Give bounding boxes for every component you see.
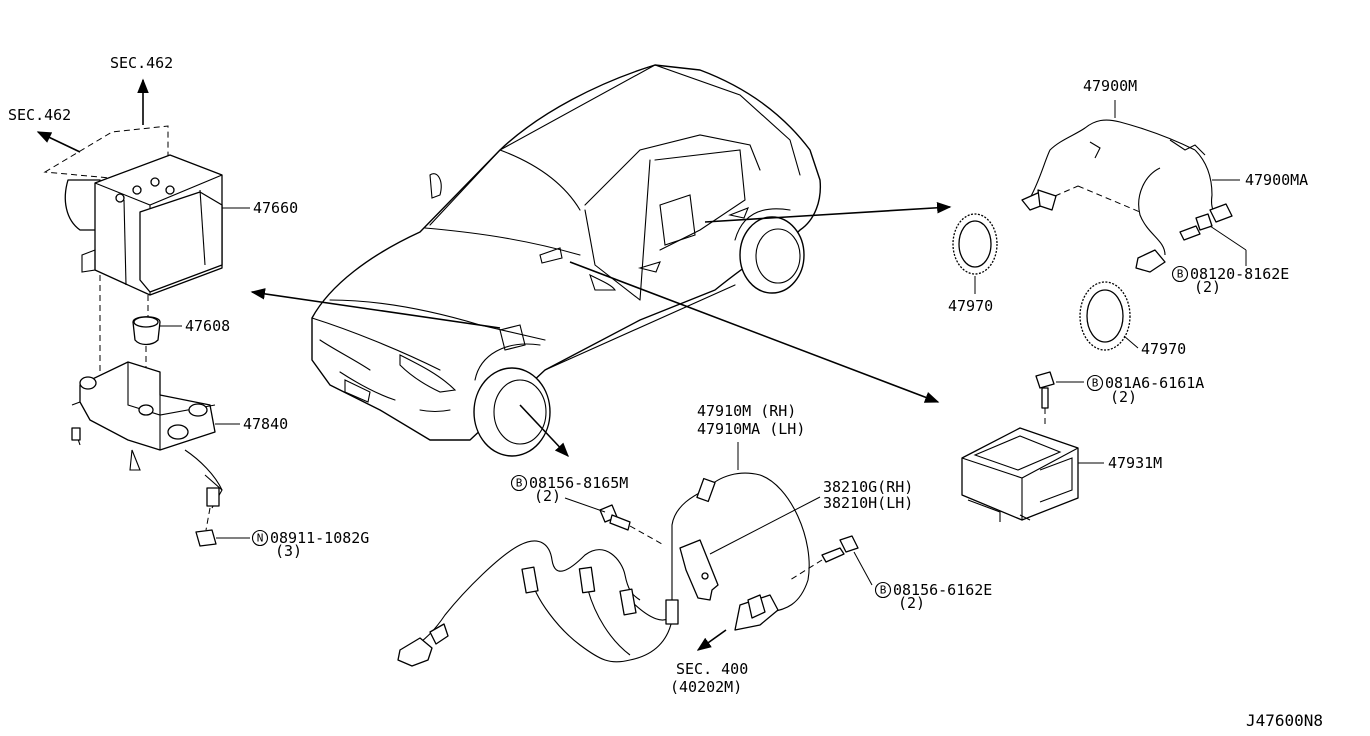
arrow-sec400	[696, 629, 727, 651]
badge-b1-text: B	[516, 477, 523, 490]
arrow-sec462-left	[36, 131, 81, 153]
badge-b2-text: B	[880, 584, 887, 597]
label-08120-8162e-qty: (2)	[1194, 278, 1221, 296]
badge-b-081a6	[1086, 374, 1104, 392]
tone-ring-47970-a	[952, 213, 998, 275]
front-wheel-sensor-47910m	[397, 472, 810, 667]
arrow-to-rear-sensor	[704, 202, 952, 223]
abs-actuator-47660	[43, 125, 223, 296]
diagram-code: J47600N8	[1246, 711, 1323, 730]
badge-b-08120	[1171, 265, 1189, 283]
bolt-08156-6162e	[821, 535, 859, 563]
label-47900ma[interactable]: 47900MA	[1245, 171, 1308, 189]
bolt-081a6-6161a	[1035, 371, 1055, 409]
label-47970-a[interactable]: 47970	[948, 297, 993, 315]
tone-ring-47970-b	[1079, 281, 1131, 351]
badge-n-08911	[251, 529, 269, 547]
label-47660[interactable]: 47660	[253, 199, 298, 217]
label-08911-qty: (3)	[275, 542, 302, 560]
vehicle-illustration	[311, 64, 822, 457]
yaw-rate-sensor-47931m	[961, 427, 1079, 522]
grommet-47608	[132, 316, 161, 346]
label-08156-8165m-qty: (2)	[534, 487, 561, 505]
label-47840[interactable]: 47840	[243, 415, 288, 433]
label-47910m[interactable]: 47910M (RH)	[697, 402, 796, 420]
nut-08911	[195, 529, 217, 547]
label-40202m[interactable]: (40202M)	[670, 678, 742, 696]
badge-b-08156-8165	[510, 474, 528, 492]
rear-wheel-sensor-47900m	[1021, 119, 1233, 273]
bolt-08120-8162e	[1179, 213, 1213, 241]
label-47931m[interactable]: 47931M	[1108, 454, 1162, 472]
label-47900m[interactable]: 47900M	[1083, 77, 1137, 95]
label-sec462-left[interactable]: SEC.462	[8, 106, 71, 124]
badge-b3-text: B	[1177, 268, 1184, 281]
arrow-to-yaw-sensor	[569, 261, 940, 403]
arrow-to-front-sensor	[519, 404, 569, 458]
label-081a6-6161a-qty: (2)	[1110, 388, 1137, 406]
bracket-47840	[71, 361, 223, 509]
labels: SEC.462 SEC.462 47660 47608 47840 N 0891…	[8, 54, 1323, 730]
label-38210h[interactable]: 38210H(LH)	[823, 494, 913, 512]
label-08156-8165m[interactable]: 08156-8165M	[529, 474, 628, 492]
label-sec462-top[interactable]: SEC.462	[110, 54, 173, 72]
label-47970-b[interactable]: 47970	[1141, 340, 1186, 358]
label-47910ma[interactable]: 47910MA (LH)	[697, 420, 805, 438]
badge-n-text: N	[257, 532, 264, 545]
label-081a6-6161a[interactable]: 081A6-6161A	[1105, 374, 1204, 392]
badge-b-08156-6162	[874, 581, 892, 599]
sensor-bracket-38210	[679, 539, 719, 601]
label-08120-8162e[interactable]: 08120-8162E	[1190, 265, 1289, 283]
label-sec400[interactable]: SEC. 400	[676, 660, 748, 678]
label-08156-6162e-qty: (2)	[898, 594, 925, 612]
arrow-to-actuator	[250, 288, 501, 329]
label-08911[interactable]: 08911-1082G	[270, 529, 369, 547]
label-08156-6162e[interactable]: 08156-6162E	[893, 581, 992, 599]
badge-b4-text: B	[1092, 377, 1099, 390]
bolt-08156-8165m	[599, 504, 631, 531]
label-38210g[interactable]: 38210G(RH)	[823, 478, 913, 496]
label-47608[interactable]: 47608	[185, 317, 230, 335]
